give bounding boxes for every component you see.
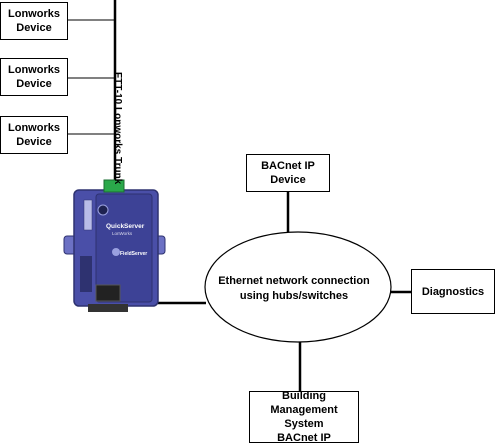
gateway-front-panel: [95, 193, 153, 303]
network-ellipse: [204, 231, 392, 343]
lonworks-device-2: Lonworks Device: [0, 58, 68, 96]
gateway-product-name: QuickServer: [106, 223, 145, 230]
gateway-dip-switch: [83, 199, 93, 231]
quickserver-gateway: QuickServer LonWorks FieldServer: [63, 179, 166, 312]
gateway-port: [95, 284, 121, 302]
gateway-logo-mark: [112, 248, 120, 256]
lonworks-device-3: Lonworks Device: [0, 116, 68, 154]
gateway-brand: FieldServer: [120, 251, 147, 257]
gateway-product-sub: LonWorks: [112, 231, 133, 236]
gateway-knob: [97, 204, 109, 216]
gateway-base: [88, 304, 128, 312]
gateway-connector: [103, 179, 125, 193]
trunk-label: FTT-10 Lonworks Trunk: [112, 72, 123, 185]
bacnet-ip-device-box: BACnet IP Device: [246, 154, 330, 192]
gateway-led-strip: [80, 256, 92, 292]
lonworks-device-1: Lonworks Device: [0, 2, 68, 40]
network-label: Ethernet network connection using hubs/s…: [218, 275, 370, 302]
diagnostics-box: Diagnostics: [411, 269, 495, 314]
bms-box: Building Management System BACnet IP: [249, 390, 359, 444]
